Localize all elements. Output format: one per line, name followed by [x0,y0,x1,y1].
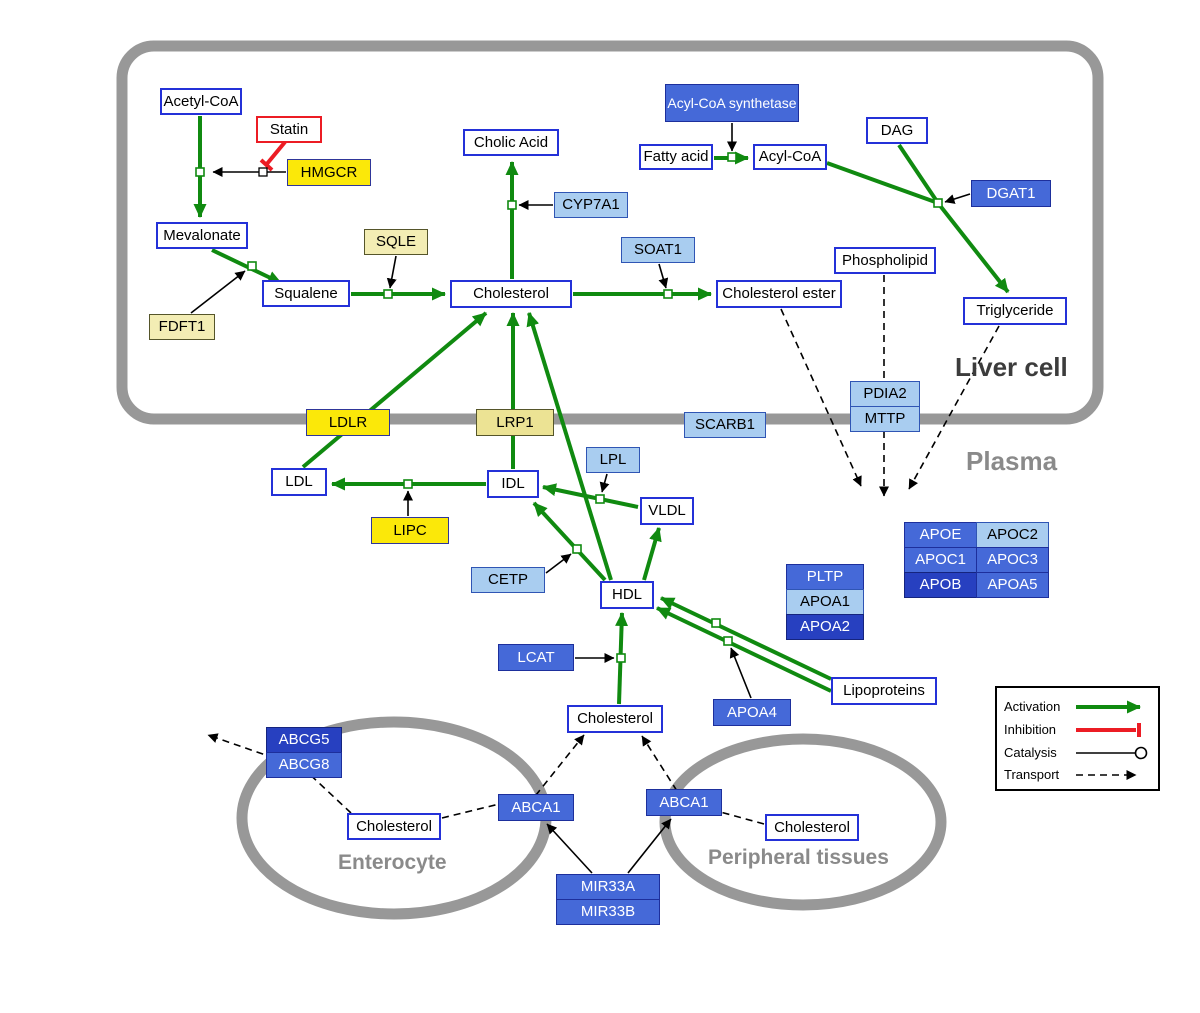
node-pltp[interactable]: PLTP [786,564,864,590]
node-idl[interactable]: IDL [487,470,539,498]
node-acetyl-coa[interactable]: Acetyl-CoA [160,88,242,115]
edge-mir33-abca1-right [627,818,672,874]
node-apob[interactable]: APOB [904,572,977,598]
node-squalene[interactable]: Squalene [262,280,350,307]
edge-hdl-vldl [642,527,662,581]
edge-dgat1-catalysis [944,193,971,204]
node-ldl[interactable]: LDL [271,468,327,496]
node-lipc[interactable]: LIPC [371,517,449,544]
edge-fdft1-catalysis [190,270,246,314]
node-abca1-enterocyte[interactable]: ABCA1 [498,794,574,821]
node-cholesterol-peripheral[interactable]: Cholesterol [765,814,859,841]
edge-cetp-catalysis [545,553,572,574]
plasma-label: Plasma [966,446,1058,476]
node-cholesterol-ester[interactable]: Cholesterol ester [716,280,842,308]
node-cyp7a1[interactable]: CYP7A1 [554,192,628,218]
node-scarb1[interactable]: SCARB1 [684,412,766,438]
legend-activation-label: Activation [1004,699,1061,714]
edge-mevalonate-squalene [211,248,282,285]
node-apoc2[interactable]: APOC2 [976,522,1049,548]
node-cholesterol-liver[interactable]: Cholesterol [450,280,572,308]
edge-hdl-cholesterol [526,312,613,581]
node-fatty-acid[interactable]: Fatty acid [639,144,713,170]
node-abca1-peripheral[interactable]: ABCA1 [646,789,722,816]
node-phospholipid[interactable]: Phospholipid [834,247,936,274]
node-dag[interactable]: DAG [866,117,928,144]
edge-statin-inhibition [259,140,287,172]
node-hdl[interactable]: HDL [600,581,654,609]
node-mir33a[interactable]: MIR33A [556,874,660,900]
node-mttp[interactable]: MTTP [850,406,920,432]
edge-dag-junction [897,143,940,205]
node-pdia2[interactable]: PDIA2 [850,381,920,407]
node-lipoproteins[interactable]: Lipoproteins [831,677,937,705]
legend-catalysis-label: Catalysis [1004,745,1057,760]
node-triglyceride[interactable]: Triglyceride [963,297,1067,325]
node-mevalonate[interactable]: Mevalonate [156,222,248,249]
node-apoa1[interactable]: APOA1 [786,589,864,615]
legend-inhibition-symbol [1076,723,1141,737]
node-lpl[interactable]: LPL [586,447,640,473]
edge-junction-triglyceride [936,201,1010,294]
node-soat1[interactable]: SOAT1 [621,237,695,263]
node-acyl-coa-synthetase[interactable]: Acyl-CoA synthetase [665,84,799,122]
node-apoc1[interactable]: APOC1 [904,547,977,573]
edge-vldl-idl [542,483,639,509]
node-lrp1[interactable]: LRP1 [476,409,554,436]
node-statin[interactable]: Statin [256,116,322,143]
node-vldl[interactable]: VLDL [640,497,694,525]
edge-lpl-catalysis [599,473,610,493]
reaction-anchors [195,152,943,663]
node-sqle[interactable]: SQLE [364,229,428,255]
node-mir33b[interactable]: MIR33B [556,899,660,925]
edge-lipoproteins-hdl-1 [660,596,832,681]
legend-catalysis-symbol [1076,746,1148,760]
node-apoc3[interactable]: APOC3 [976,547,1049,573]
node-cetp[interactable]: CETP [471,567,545,593]
edge-ldl-cholesterol-via-ldlr [301,311,488,469]
node-cholesterol-enterocyte[interactable]: Cholesterol [347,813,441,840]
node-dgat1[interactable]: DGAT1 [971,180,1051,207]
liver-cell-label: Liver cell [955,352,1068,382]
legend-transport-label: Transport [1004,767,1060,782]
legend-box [995,686,1160,791]
node-acyl-coa[interactable]: Acyl-CoA [753,144,827,170]
edge-apoa4-catalysis [729,647,752,699]
node-hmgcr[interactable]: HMGCR [287,159,371,186]
statin-inhibition-anchor [258,167,268,177]
edge-mir33-abca1-left [546,823,593,874]
node-cholic-acid[interactable]: Cholic Acid [463,129,559,156]
edge-lipoproteins-hdl-2 [656,606,832,693]
enterocyte-label: Enterocyte [338,851,447,874]
edge-soat1-catalysis [658,263,669,289]
edge-peripheral-cholesterol-efflux [641,735,765,825]
edge-hdl-idl [532,501,607,582]
node-fdft1[interactable]: FDFT1 [149,314,215,340]
node-apoe[interactable]: APOE [904,522,977,548]
node-abcg8[interactable]: ABCG8 [266,752,342,778]
edge-sqle-catalysis [386,255,397,289]
edge-acylcoa-junction [826,161,939,205]
node-ldlr[interactable]: LDLR [306,409,390,436]
legend-inhibition-label: Inhibition [1004,722,1057,737]
liver-cell-membrane [116,40,1104,425]
edge-cholesterolester-transport [780,308,862,487]
node-apoa4[interactable]: APOA4 [713,699,791,726]
peripheral-tissues-label: Peripheral tissues [708,846,889,869]
node-apoa2[interactable]: APOA2 [786,614,864,640]
node-cholesterol-plasma[interactable]: Cholesterol [567,705,663,733]
node-apoa5[interactable]: APOA5 [976,572,1049,598]
node-lcat[interactable]: LCAT [498,644,574,671]
node-abcg5[interactable]: ABCG5 [266,727,342,753]
